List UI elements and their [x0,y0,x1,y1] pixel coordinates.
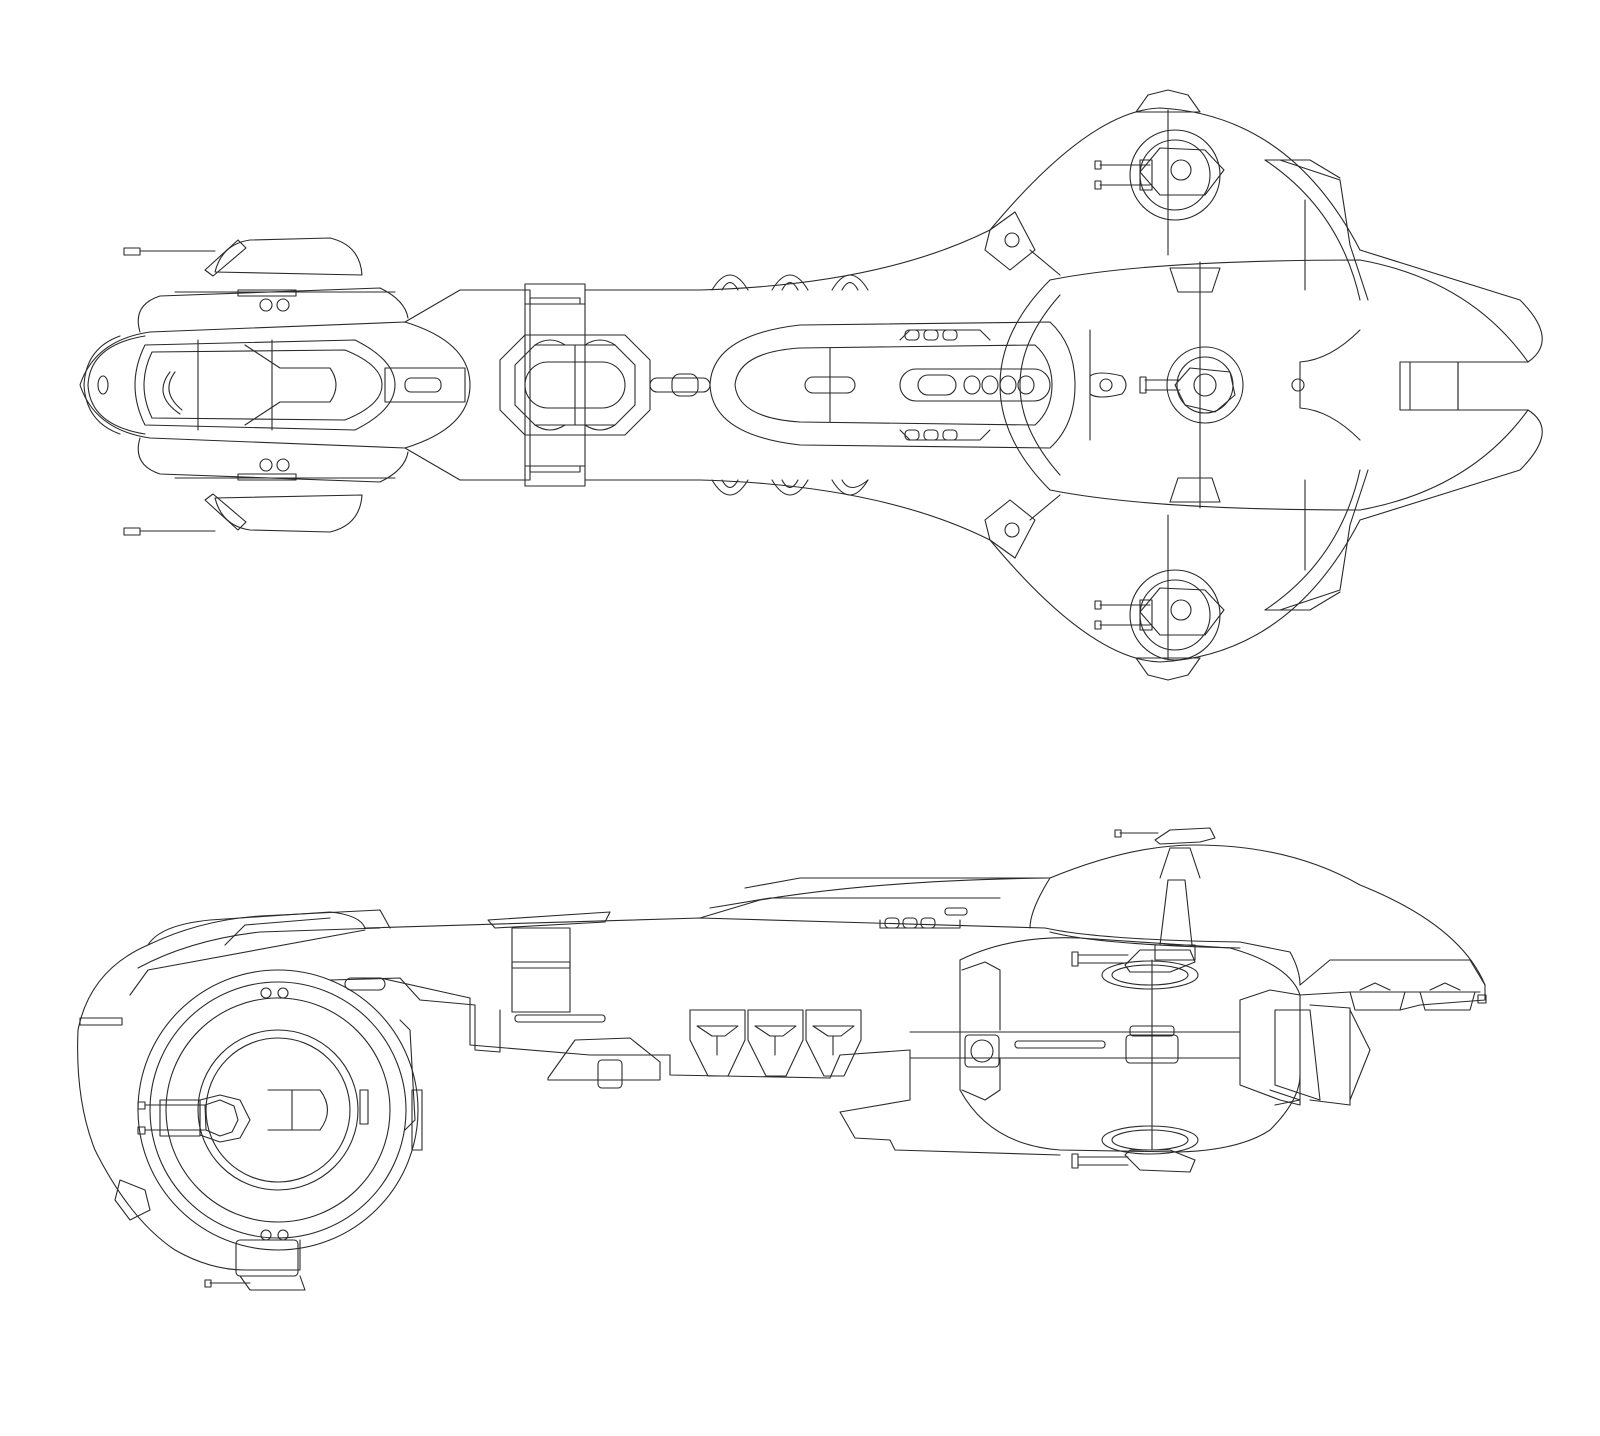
spaceship-top-view [79,89,1543,681]
stern-turret-bottom [123,493,363,536]
spaceship-side-view [77,827,1487,1291]
engine-fins-top [711,274,869,291]
mid-module [499,334,711,436]
connector-spine [384,283,586,487]
stern-upper-deck [129,911,366,996]
engine-fins-bottom [711,479,869,496]
side-mid-turret [1071,949,1199,990]
main-hull [584,107,1543,663]
side-dorsal-turret [1114,827,1216,845]
stern-turret-top [123,237,363,277]
bridge-ridge [709,321,1076,449]
side-engine-fins [689,1009,862,1077]
side-connector [329,911,1046,1089]
side-ventral-turret [1071,1125,1199,1173]
stern-ring-module [77,909,423,1291]
stern-pod [79,287,471,483]
center-turret [1139,346,1244,424]
sponson-turret-bottom [1094,514,1225,681]
wing-vane-bottom [984,469,1369,611]
side-main-hull [699,844,1486,1156]
sponson-turret-top [1094,89,1225,256]
side-bow [1239,959,1487,1106]
wing-vane-top [984,159,1369,301]
